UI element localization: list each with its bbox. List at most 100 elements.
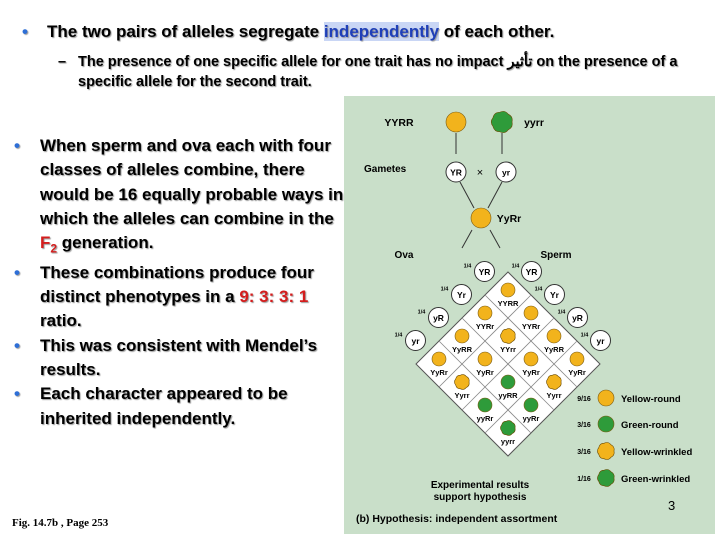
offspring-pea bbox=[524, 306, 538, 320]
text-pre: The two pairs of alleles segregate bbox=[47, 22, 324, 41]
text-post: of each other. bbox=[439, 22, 554, 41]
bullet-glyph: • bbox=[14, 334, 20, 358]
figure-caption: Fig. 14.7b , Page 253 bbox=[12, 517, 108, 529]
parent-genotype-left: YYRR bbox=[384, 117, 414, 129]
offspring-pea bbox=[500, 421, 515, 436]
sperm-label: Sperm bbox=[540, 250, 571, 261]
offspring-pea bbox=[546, 375, 561, 390]
ova-gamete-label: yr bbox=[411, 336, 420, 346]
offspring-genotype: YyRr bbox=[476, 368, 494, 377]
offspring-pea bbox=[547, 329, 561, 343]
left-bullet-item: • When sperm and ova each with four class… bbox=[14, 134, 354, 261]
parent-pea-yellow-round bbox=[446, 112, 466, 132]
offspring-genotype: YyRr bbox=[430, 368, 448, 377]
legend-pea bbox=[598, 416, 614, 432]
cross-symbol: × bbox=[477, 167, 483, 179]
legend-label: Yellow-wrinkled bbox=[621, 447, 692, 458]
legend-label: Yellow-round bbox=[621, 394, 681, 405]
offspring-pea bbox=[454, 375, 469, 390]
offspring-genotype: yyRr bbox=[523, 414, 540, 423]
bullet-glyph: • bbox=[22, 22, 28, 42]
gamete-right-label: yr bbox=[502, 168, 511, 178]
ova-gamete-label: YR bbox=[479, 267, 491, 277]
sub-bullet-dash: – bbox=[58, 52, 66, 72]
offspring-genotype: YYrr bbox=[500, 345, 516, 354]
offspring-genotype: YyRr bbox=[522, 368, 540, 377]
bullet-text: The two pairs of alleles segregate indep… bbox=[47, 22, 554, 42]
offspring-genotype: YyRR bbox=[452, 345, 473, 354]
offspring-pea bbox=[501, 375, 515, 389]
ova-gamete-label: yR bbox=[433, 313, 444, 323]
legend-ratio: 1/16 bbox=[577, 476, 591, 483]
sperm-gamete-label: yr bbox=[596, 336, 605, 346]
offspring-genotype: YYRr bbox=[476, 322, 494, 331]
offspring-pea bbox=[501, 283, 515, 297]
bullet-text-post: generation. bbox=[57, 233, 153, 252]
dihybrid-cross-figure: YYRRyyrrGametesYR×yrYyRrOvaSperm1/4YR1/4… bbox=[344, 96, 715, 534]
bullet-glyph: • bbox=[14, 382, 20, 406]
quarter-fraction: 1/4 bbox=[464, 264, 473, 270]
page-number: 3 bbox=[668, 498, 675, 513]
legend-ratio: 3/16 bbox=[577, 449, 591, 456]
left-bullet-list: • When sperm and ova each with four class… bbox=[14, 134, 354, 431]
quarter-fraction: 1/4 bbox=[558, 310, 567, 316]
sperm-gamete-label: Yr bbox=[550, 290, 560, 300]
legend-ratio: 3/16 bbox=[577, 422, 591, 429]
offspring-genotype: YYRr bbox=[522, 322, 540, 331]
bullet-glyph: • bbox=[14, 134, 20, 158]
f1-genotype: YyRr bbox=[497, 213, 522, 225]
ova-gamete-label: Yr bbox=[457, 290, 467, 300]
f1-pea bbox=[471, 208, 491, 228]
parent-genotype-right: yyrr bbox=[524, 117, 544, 129]
offspring-genotype: Yyrr bbox=[546, 391, 561, 400]
gamete-left-label: YR bbox=[450, 168, 462, 178]
bullet-text: When sperm and ova each with four classe… bbox=[40, 136, 343, 228]
quarter-fraction: 1/4 bbox=[581, 333, 590, 339]
gametes-label: Gametes bbox=[364, 164, 407, 175]
offspring-pea bbox=[524, 398, 538, 412]
offspring-genotype: yyrr bbox=[501, 437, 515, 446]
bullet-text: Each character appeared to be inherited … bbox=[40, 384, 288, 427]
results-label-line2: support hypothesis bbox=[434, 492, 527, 503]
offspring-pea bbox=[570, 352, 584, 366]
highlight-independently: independently bbox=[324, 22, 439, 41]
offspring-pea bbox=[478, 398, 492, 412]
sperm-gamete-label: YR bbox=[526, 267, 538, 277]
sperm-gamete-label: yR bbox=[572, 313, 583, 323]
ova-label: Ova bbox=[395, 250, 414, 261]
bullet-glyph: • bbox=[14, 261, 20, 285]
hypothesis-caption: (b) Hypothesis: independent assortment bbox=[356, 513, 558, 525]
offspring-pea bbox=[478, 352, 492, 366]
quarter-fraction: 1/4 bbox=[535, 287, 544, 293]
legend-label: Green-round bbox=[621, 420, 679, 431]
offspring-pea bbox=[432, 352, 446, 366]
quarter-fraction: 1/4 bbox=[418, 310, 427, 316]
red-emphasis: 9: 3: 3: 1 bbox=[239, 287, 308, 306]
offspring-genotype: yyRR bbox=[498, 391, 518, 400]
legend-pea bbox=[597, 470, 614, 487]
legend-ratio: 9/16 bbox=[577, 396, 591, 403]
quarter-fraction: 1/4 bbox=[395, 333, 404, 339]
sub-bullet-text: The presence of one specific allele for … bbox=[78, 52, 718, 92]
offspring-pea bbox=[455, 329, 469, 343]
parent-pea-green-wrinkled bbox=[491, 111, 512, 132]
bullet-text: This was consistent with Mendel’s result… bbox=[40, 336, 317, 379]
offspring-pea bbox=[524, 352, 538, 366]
legend-pea bbox=[598, 390, 614, 406]
red-emphasis: F bbox=[40, 233, 50, 252]
offspring-genotype: YYRR bbox=[498, 299, 519, 308]
quarter-fraction: 1/4 bbox=[441, 287, 450, 293]
legend-label: Green-wrinkled bbox=[621, 474, 690, 485]
offspring-genotype: Yyrr bbox=[454, 391, 469, 400]
quarter-fraction: 1/4 bbox=[512, 264, 521, 270]
results-label-line1: Experimental results bbox=[431, 480, 530, 491]
offspring-genotype: YyRr bbox=[568, 368, 586, 377]
left-bullet-item: •These combinations produce four distinc… bbox=[14, 261, 354, 334]
offspring-genotype: yyRr bbox=[477, 414, 494, 423]
bullet-text-post: ratio. bbox=[40, 311, 82, 330]
left-bullet-item: • Each character appeared to be inherited… bbox=[14, 382, 354, 431]
offspring-pea bbox=[500, 329, 515, 344]
offspring-pea bbox=[478, 306, 492, 320]
offspring-genotype: YyRR bbox=[544, 345, 565, 354]
legend-pea bbox=[597, 443, 614, 460]
